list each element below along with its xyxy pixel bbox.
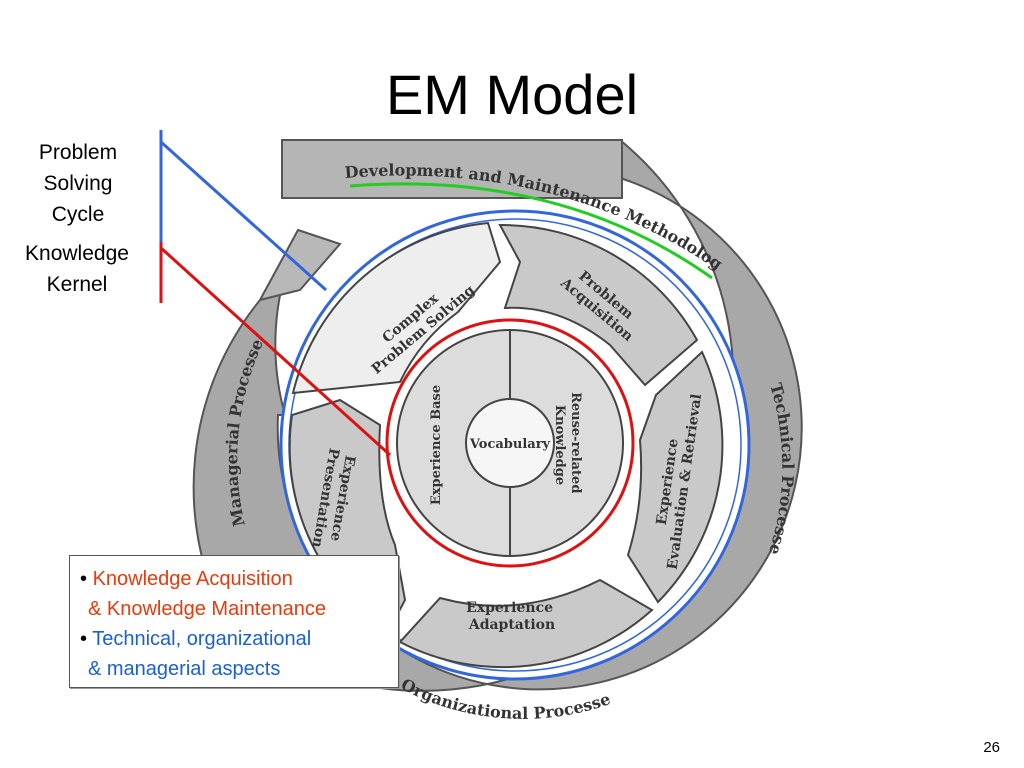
problem-solving-connector (159, 130, 328, 292)
experience-base-label: Experience Base (429, 385, 444, 505)
legend-item-1-line-1: Knowledge Acquisition (92, 568, 293, 590)
legend-bullet-2: • (80, 628, 88, 650)
knowledge-kernel-line-1: Knowledge (25, 242, 129, 265)
legend-box: • Knowledge Acquisition & Knowledge Main… (69, 555, 399, 688)
slide-title: EM Model (385, 63, 639, 126)
reuse-knowledge-label: Reuse-related Knowledge (552, 392, 583, 498)
managerial-processes-text: Managerial Processes (0, 0, 267, 528)
managerial-textpath: Managerial Processes (0, 0, 267, 528)
segment-complex-problem-solving (291, 221, 502, 395)
legend-item-2-line-1: Technical, organizational (92, 628, 312, 650)
methodology-highlight (349, 182, 713, 280)
problem-solving-cycle-line-3: Cycle (51, 203, 105, 226)
segment-experience-adaptation (398, 578, 654, 669)
knowledge-kernel-connector (159, 242, 392, 457)
legend-item-2-line-2: & managerial aspects (88, 658, 281, 680)
legend-item-knowledge: • Knowledge Acquisition & Knowledge Main… (80, 564, 398, 624)
legend-item-1-line-2: & Knowledge Maintenance (88, 598, 326, 620)
legend-bullet-1: • (80, 568, 88, 590)
problem-solving-cycle-line-2: Solving (43, 172, 113, 195)
knowledge-kernel-label: Knowledge Kernel (10, 238, 144, 300)
problem-solving-cycle-line-1: Problem (38, 141, 118, 164)
methodology-textpath: Development and Maintenance Methodology: (0, 0, 726, 274)
methodology-text: Development and Maintenance Methodology: (0, 0, 726, 274)
segment-problem-acquisition (498, 223, 699, 387)
vocabulary-label: Vocabulary (469, 437, 551, 452)
reuse-line-1: Reuse-related (568, 392, 583, 493)
adaptation-line-1: Experience (466, 600, 553, 616)
segment-experience-evaluation (626, 350, 724, 604)
vocabulary-circle (465, 398, 555, 488)
legend-item-aspects: • Technical, organizational & managerial… (80, 624, 398, 684)
segment-label-adaptation: Experience Adaptation (466, 600, 558, 633)
experience-core (396, 329, 624, 557)
knowledge-kernel-line-2: Kernel (46, 273, 108, 296)
adaptation-line-2: Adaptation (468, 617, 555, 633)
problem-solving-pointer (159, 140, 328, 292)
knowledge-kernel-pointer (159, 246, 392, 457)
problem-solving-cycle-label: Problem Solving Cycle (22, 137, 134, 230)
reuse-line-2: Knowledge (552, 405, 567, 485)
methodology-band (281, 139, 623, 199)
page-number: 26 (983, 739, 1000, 756)
